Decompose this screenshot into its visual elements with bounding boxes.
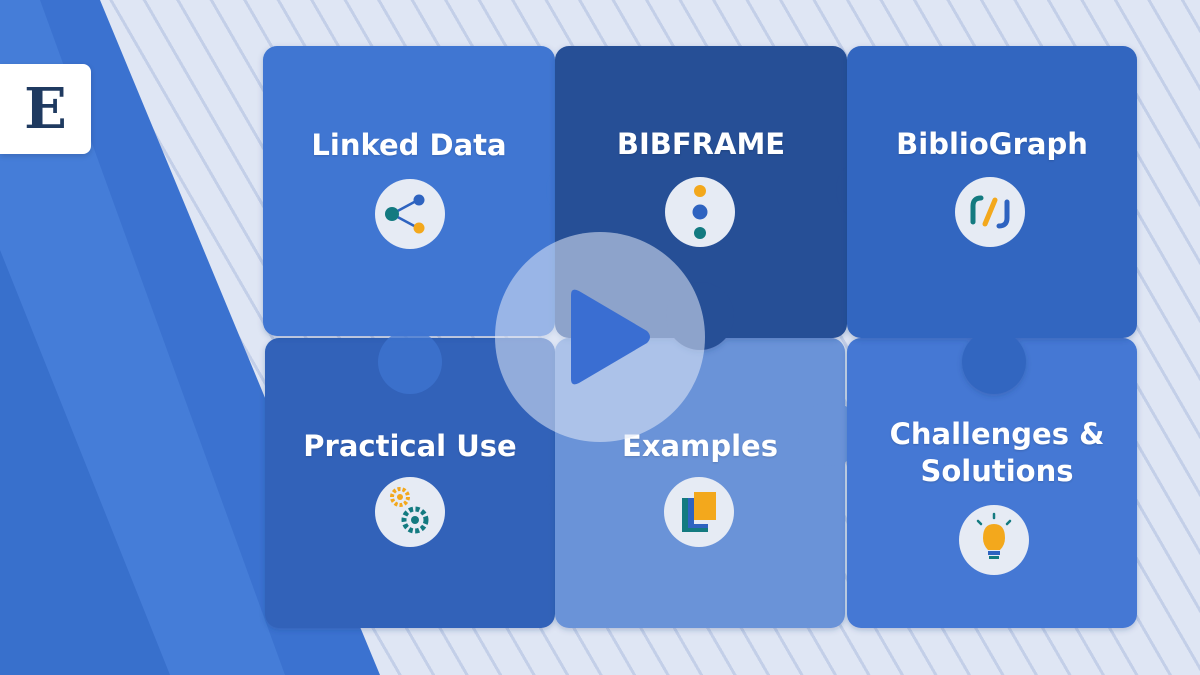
share-network-icon <box>375 179 445 249</box>
publisher-logo: E <box>0 64 91 154</box>
tile-label-solutions: Solutions <box>920 454 1074 488</box>
play-button[interactable] <box>495 232 705 442</box>
tile-label-challenges: Challenges & <box>889 417 1105 451</box>
tile-label-practical-use: Practical Use <box>303 429 517 463</box>
bibliograph-logo-icon <box>955 177 1025 247</box>
tile-label-bibliograph: BiblioGraph <box>896 127 1088 161</box>
tile-label-bibframe: BIBFRAME <box>616 127 786 161</box>
play-icon <box>571 289 650 385</box>
logo-letter: E <box>24 76 67 142</box>
tile-label-examples: Examples <box>622 429 778 463</box>
dots-vertical-icon <box>665 177 735 247</box>
lightbulb-icon <box>959 505 1029 575</box>
tile-label-linked-data: Linked Data <box>311 128 507 162</box>
documents-icon <box>664 477 734 547</box>
tile-challenges-solutions[interactable] <box>847 338 1137 628</box>
gears-icon <box>375 477 445 547</box>
